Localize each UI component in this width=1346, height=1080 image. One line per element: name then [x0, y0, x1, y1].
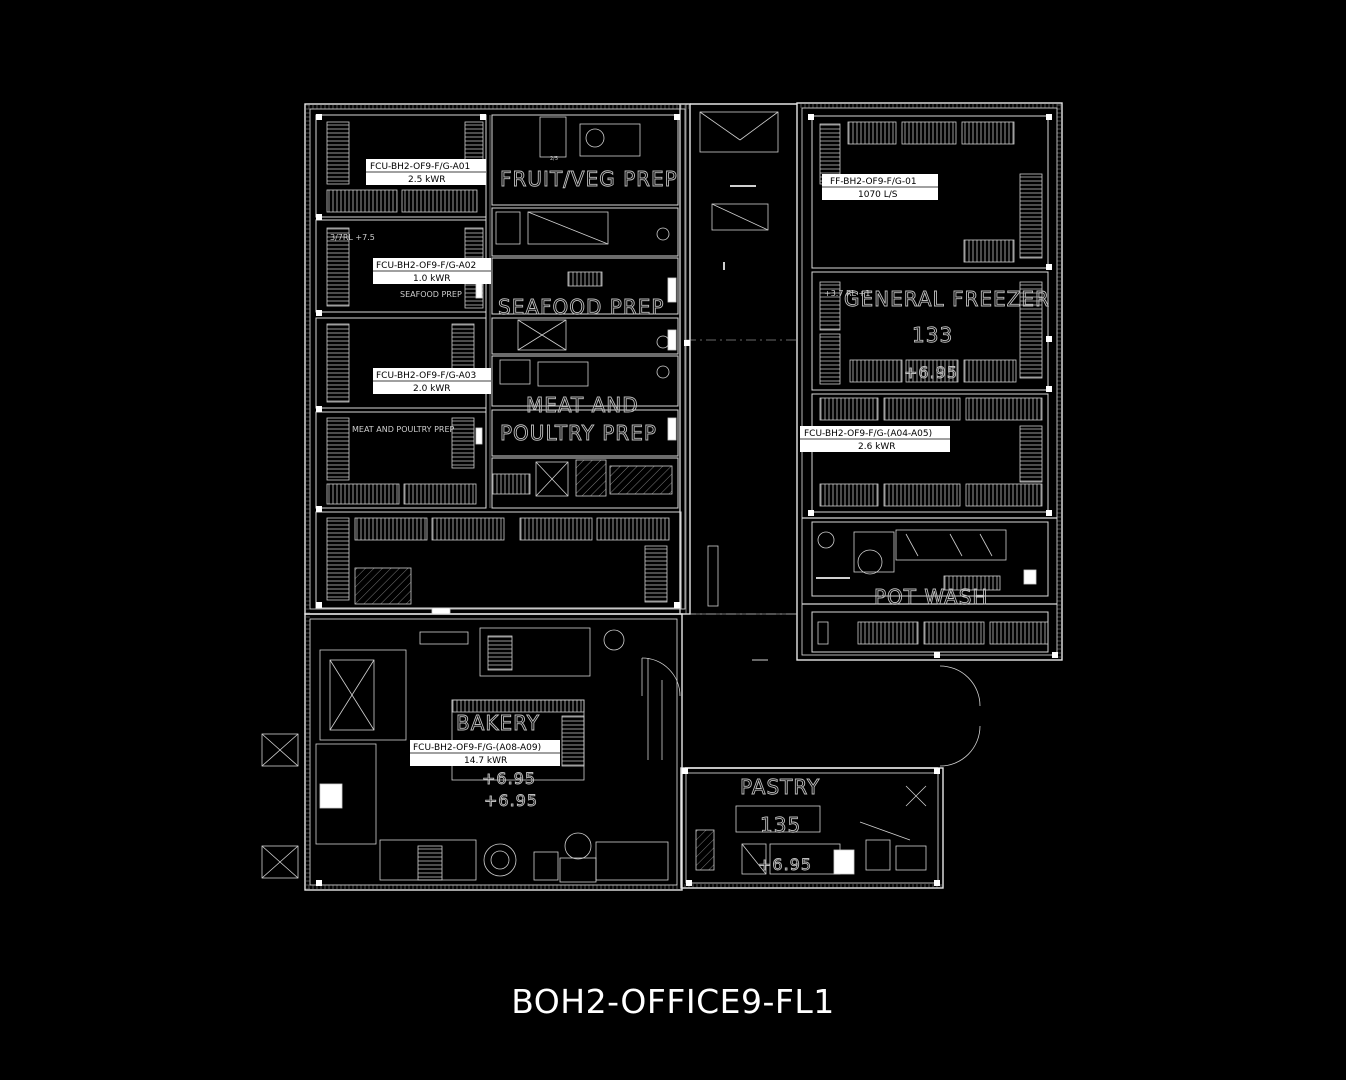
room-label-seafood-prep: SEAFOOD PREP [498, 295, 664, 319]
room-label-poultry-prep: POULTRY PREP [500, 421, 657, 445]
rl-note-right: +3.7 RL +1 [824, 289, 870, 298]
tag-a03: FCU-BH2-OF9-F/G-A03 2.0 kWR [373, 368, 491, 394]
tag-name: FCU-BH2-OF9-F/G-(A08-A09) [413, 743, 541, 753]
tag-a01: FCU-BH2-OF9-F/G-A01 2.5 kWR [366, 159, 486, 185]
room-label-fruit-prep: FRUIT/VEG PREP [500, 167, 678, 191]
room-number-135: 135 [760, 813, 801, 837]
level-mark: +6.95 [758, 855, 812, 874]
tag-value: 14.7 kWR [464, 756, 507, 766]
tag-value: 1.0 kWR [413, 274, 451, 284]
shelving-left [326, 121, 670, 605]
tag-a08-a09: FCU-BH2-OF9-F/G-(A08-A09) 14.7 kWR [410, 740, 560, 766]
equipment-tags: FCU-BH2-OF9-F/G-A01 2.5 kWR FF-BH2-OF9-F… [366, 159, 950, 766]
corridor-details [641, 111, 981, 767]
room-label-general-freezer: GENERAL FREEZER [844, 287, 1050, 311]
column-markers [316, 114, 1058, 886]
tag-name: FCU-BH2-OF9-F/G-A01 [370, 162, 470, 172]
grid-note: 2/5 [550, 156, 558, 162]
room-label-meat-and: MEAT AND [526, 393, 639, 417]
room-number-133: 133 [912, 323, 953, 347]
bakery-equipment [261, 607, 669, 883]
tag-name: FF-BH2-OF9-F/G-01 [830, 177, 917, 187]
room-label-pastry: PASTRY [740, 775, 820, 799]
small-labels: SEAFOOD PREP MEAT AND POULTRY PREP 3/7RL… [330, 156, 870, 434]
level-mark: +6.95 [482, 769, 536, 788]
room-label-seafood-small: SEAFOOD PREP [400, 290, 462, 299]
drawing-title: BOH2-OFFICE9-FL1 [511, 982, 835, 1021]
pot-wash-equipment [816, 529, 1037, 645]
tag-a04-a05: FCU-BH2-OF9-F/G-(A04-A05) 2.6 kWR [800, 426, 950, 452]
tag-name: FCU-BH2-OF9-F/G-A02 [376, 261, 476, 271]
tag-value: 2.5 kWR [408, 175, 446, 185]
room-labels: FRUIT/VEG PREP SEAFOOD PREP MEAT AND POU… [456, 167, 1050, 875]
level-mark: +6.95 [904, 363, 958, 382]
rl-note-left: 3/7RL +7.5 [330, 233, 375, 242]
tag-a02: FCU-BH2-OF9-F/G-A02 1.0 kWR [373, 258, 491, 284]
prep-equipment [475, 116, 677, 497]
tag-name: FCU-BH2-OF9-F/G-(A04-A05) [804, 429, 932, 439]
tag-value: 2.6 kWR [858, 442, 896, 452]
room-label-bakery: BAKERY [456, 711, 540, 735]
wall-hatching [306, 104, 1061, 889]
tag-value: 1070 L/S [858, 190, 898, 200]
tag-name: FCU-BH2-OF9-F/G-A03 [376, 371, 476, 381]
room-label-pot-wash: POT WASH [874, 585, 988, 609]
pastry-equipment [695, 785, 927, 875]
room-label-meat-small: MEAT AND POULTRY PREP [352, 425, 455, 434]
shelving-right [819, 121, 1049, 645]
level-mark: +6.95 [484, 791, 538, 810]
tag-ff01: FF-BH2-OF9-F/G-01 1070 L/S [822, 174, 938, 200]
tag-value: 2.0 kWR [413, 384, 451, 394]
